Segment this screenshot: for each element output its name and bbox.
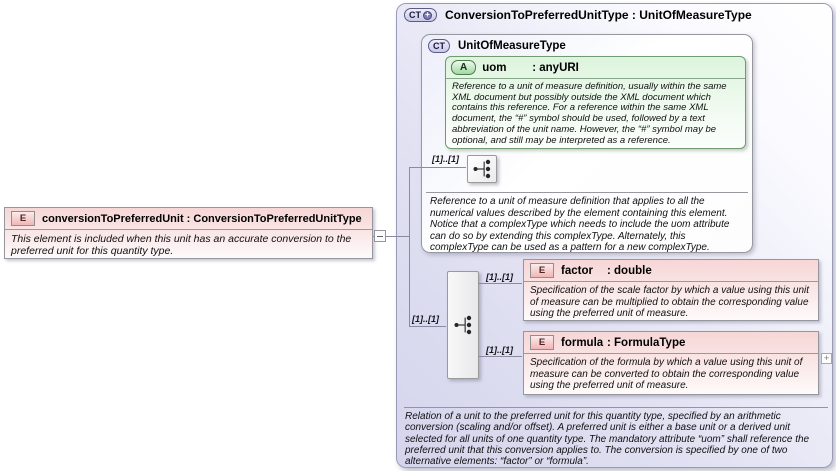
attribute-icon: A <box>451 60 477 75</box>
attribute-title-row[interactable]: A uom : anyURI <box>446 57 745 78</box>
formula-type: : FormulaType <box>607 336 686 349</box>
sequence-compositor[interactable] <box>467 155 497 183</box>
tree-trunk-line <box>409 167 410 327</box>
formula-doc: Specification of the formula by which a … <box>524 353 818 395</box>
attribute-box-uom[interactable]: A uom : anyURI Reference to a unit of mea… <box>445 56 746 149</box>
attribute-declaration: uom : anyURI <box>482 62 579 74</box>
complextype-plus-icon: CT + <box>404 8 437 22</box>
attribute-doc: Reference to a unit of measure definitio… <box>446 78 745 149</box>
choice-compositor[interactable] <box>447 271 479 379</box>
attribute-type: : anyURI <box>532 61 579 74</box>
formula-element-icon: E <box>530 335 554 350</box>
sequence-branch-line <box>409 167 466 168</box>
factor-name: factor <box>561 264 593 277</box>
sequence-cardinality-label: [1]..[1] <box>432 154 459 164</box>
factor-cardinality-label: [1]..[1] <box>486 272 513 282</box>
formula-expand-toggle[interactable]: + <box>821 353 832 364</box>
choice-cardinality-label: [1]..[1] <box>412 314 439 324</box>
basetype-title-row[interactable]: CT UnitOfMeasureType <box>422 35 752 57</box>
collapse-toggle[interactable] <box>374 230 386 242</box>
basetype-doc: Reference to a unit of measure definitio… <box>430 196 730 254</box>
element-box-formula[interactable]: E formula: FormulaType Specification of … <box>523 331 819 395</box>
formula-cardinality-label: [1]..[1] <box>486 345 513 355</box>
complextype-panel: CT + ConversionToPreferredUnitType : Uni… <box>396 3 833 468</box>
element-title: conversionToPreferredUnit : ConversionTo… <box>42 212 362 225</box>
basetype-divider <box>426 192 748 193</box>
complextype-icon: CT <box>428 39 450 53</box>
element-box-factor[interactable]: E factor : double Specification of the sc… <box>523 259 819 321</box>
complextype-title: ConversionToPreferredUnitType : UnitOfMe… <box>445 8 752 22</box>
basetype-title: UnitOfMeasureType <box>458 40 566 52</box>
formula-title-row[interactable]: E formula: FormulaType <box>524 332 818 353</box>
attribute-name: uom <box>482 61 507 74</box>
choice-branch-line <box>409 326 446 327</box>
factor-declaration: factor : double <box>561 265 652 277</box>
ct-icon-text: CT <box>409 10 421 20</box>
complextype-header[interactable]: CT + ConversionToPreferredUnitType : Uni… <box>404 8 752 22</box>
element-icon: E <box>11 211 35 226</box>
element-box-conversionToPreferredUnit[interactable]: E conversionToPreferredUnit : Conversion… <box>4 207 373 259</box>
factor-doc: Specification of the scale factor by whi… <box>524 281 818 323</box>
formula-declaration: formula: FormulaType <box>561 337 685 349</box>
connector-element-line <box>373 236 409 237</box>
basetype-box-UnitOfMeasureType[interactable]: CT UnitOfMeasureType A uom : anyURI Refer… <box>421 34 753 253</box>
choice-icon <box>454 315 472 335</box>
factor-type: : double <box>607 264 652 277</box>
factor-element-icon: E <box>530 263 554 278</box>
plus-badge-icon: + <box>423 10 432 20</box>
panel-doc-divider <box>404 407 828 408</box>
sequence-icon <box>473 159 491 179</box>
formula-branch-line <box>478 356 522 357</box>
element-title-row[interactable]: E conversionToPreferredUnit : Conversion… <box>5 208 372 229</box>
factor-branch-line <box>478 283 522 284</box>
element-doc: This element is included when this unit … <box>5 229 372 260</box>
complextype-doc: Relation of a unit to the preferred unit… <box>405 411 810 468</box>
factor-title-row[interactable]: E factor : double <box>524 260 818 281</box>
formula-name: formula <box>561 336 604 349</box>
minus-icon <box>377 235 383 237</box>
